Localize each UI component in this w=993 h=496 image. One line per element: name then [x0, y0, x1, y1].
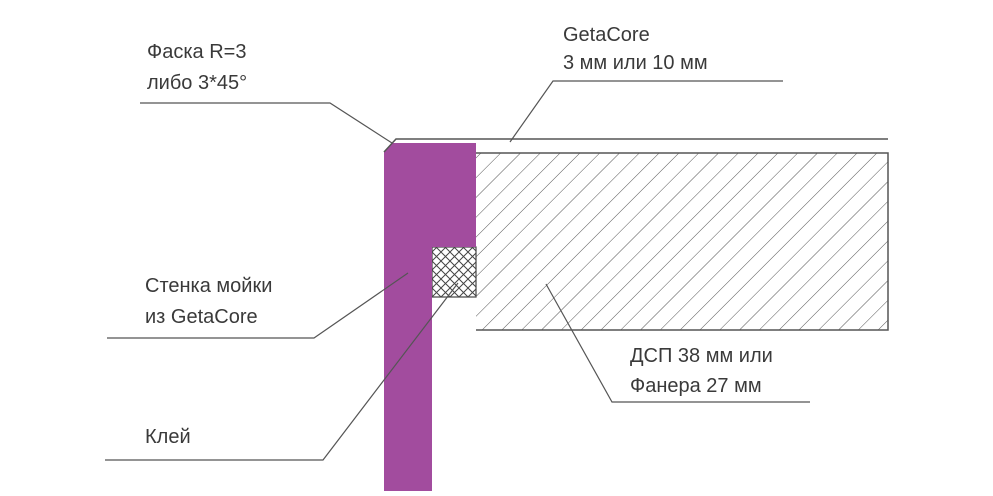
glue-leader	[105, 282, 459, 461]
chamfer-label-line2: либо 3*45°	[147, 72, 247, 94]
getacore-top-layer	[383, 138, 888, 153]
glue-block	[431, 246, 477, 298]
board-leader	[545, 283, 810, 403]
board-hatched	[476, 152, 889, 331]
wall-label-line1: Стенка мойки	[145, 275, 272, 297]
board-label-line1: ДСП 38 мм или	[630, 345, 773, 367]
wall-label-line2: из GetaCore	[145, 306, 258, 328]
getacore-top-leader	[509, 80, 783, 143]
getacore-sink-wall	[384, 143, 476, 491]
board-label-line2: Фанера 27 мм	[630, 375, 762, 397]
wall-leader	[107, 272, 409, 339]
getacore-top-label-line1: GetaCore	[563, 24, 650, 46]
glue-label: Клей	[145, 426, 191, 448]
leader-lines	[105, 80, 810, 461]
getacore-top-label-line2: 3 мм или 10 мм	[563, 52, 708, 74]
chamfer-label-line1: Фаска R=3	[147, 41, 246, 63]
chamfer-leader	[140, 102, 393, 144]
